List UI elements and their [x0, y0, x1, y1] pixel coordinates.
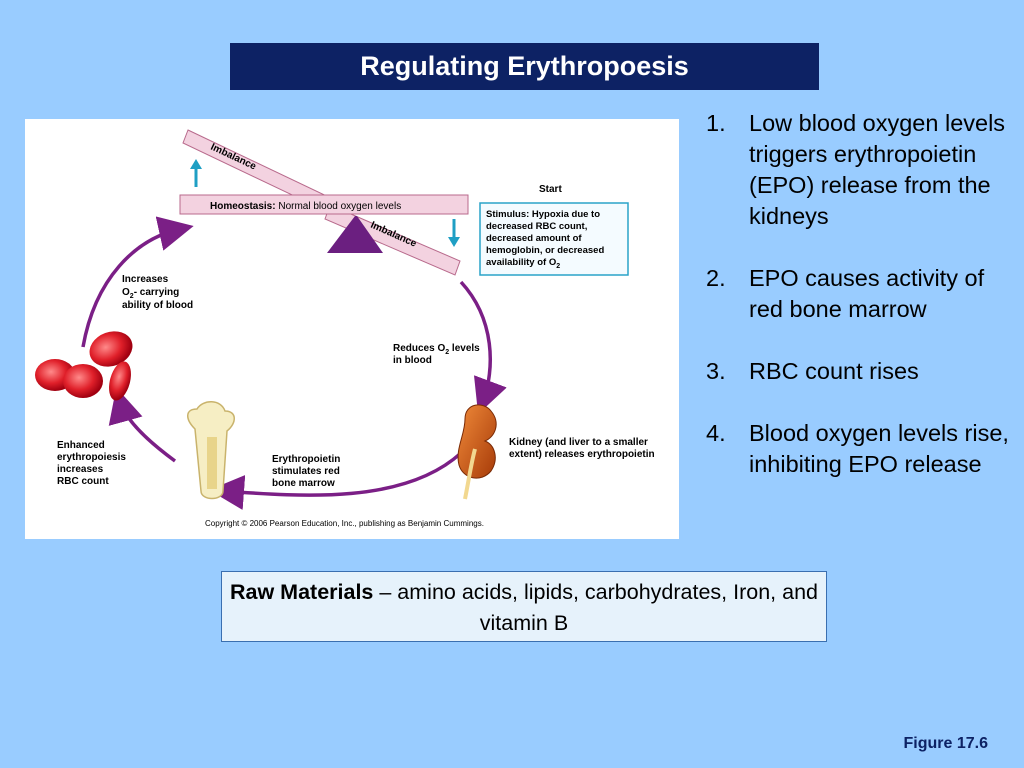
epo-label: Erythropoietin stimulates red bone marro… [272, 454, 343, 489]
list-item: 2. EPO causes activity of red bone marro… [706, 265, 985, 322]
arrow-to-reduces [459, 280, 507, 415]
raw-materials-label: Raw Materials [230, 580, 374, 604]
kidney-icon [457, 404, 497, 500]
increases-label: Increases O2- carrying ability of blood [122, 274, 193, 311]
list-item: 1.Low blood oxygen levels triggers eryth… [706, 110, 1006, 229]
diagram-svg: Imbalance Imbalance Homeostasis: Normal … [35, 129, 655, 528]
homeostasis-text: Normal blood oxygen levels [276, 201, 402, 212]
reduces-label: Reduces O2 levels in blood [393, 343, 483, 366]
copyright-text: Copyright © 2006 Pearson Education, Inc.… [205, 519, 484, 528]
arrow-marrow-to-rbc [108, 387, 177, 463]
steps-list: 1.Low blood oxygen levels triggers eryth… [706, 108, 1024, 511]
homeostasis-beam: Homeostasis: Normal blood oxygen levels [179, 194, 469, 215]
list-item: 4.Blood oxygen levels rise, inhibiting E… [706, 420, 1009, 477]
homeostasis-bold: Homeostasis: [210, 201, 276, 212]
down-arrow-icon [448, 219, 460, 247]
stimulus-box [479, 202, 629, 276]
enhanced-label: Enhanced erythropoiesis increases RBC co… [57, 440, 129, 487]
slide-title: Regulating Erythropoesis [230, 43, 819, 90]
arrow-kidney-to-marrow [209, 451, 463, 510]
raw-materials-box: Raw Materials – amino acids, lipids, car… [221, 571, 827, 642]
figure-label: Figure 17.6 [903, 735, 988, 752]
bone-icon [187, 401, 235, 500]
kidney-label: Kidney (and liver to a smaller extent) r… [509, 437, 655, 460]
fulcrum [327, 216, 383, 253]
up-arrow-icon [190, 159, 202, 187]
erythropoiesis-diagram: Imbalance Imbalance Homeostasis: Normal … [25, 119, 679, 539]
svg-text:Homeostasis: Normal blood oxyg: Homeostasis: Normal blood oxygen levels [210, 201, 401, 212]
stimulus-text: Stimulus: Hypoxia due to decreased RBC c… [486, 209, 607, 270]
arrow-rbc-to-homeostasis [81, 216, 194, 348]
raw-materials-text: – amino acids, lipids, carbohydrates, Ir… [373, 580, 818, 635]
list-item: 3. RBC count rises [706, 358, 919, 384]
red-blood-cells-icon [35, 331, 133, 401]
start-label: Start [539, 184, 562, 195]
